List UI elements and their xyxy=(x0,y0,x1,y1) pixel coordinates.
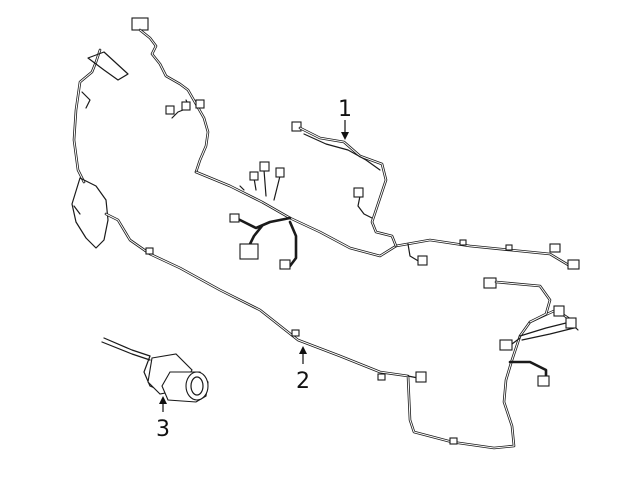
callout-2-label: 2 xyxy=(296,369,310,394)
harness-1-connector-e xyxy=(567,259,580,270)
harness-2-side-bracket xyxy=(71,177,109,249)
harness-2-top-bracket xyxy=(87,51,129,81)
harness-1-connector-f xyxy=(291,121,302,132)
harness-1-connector-d xyxy=(549,243,561,253)
harness-1-connector-block xyxy=(239,243,259,260)
parking-sensor-3 xyxy=(101,337,209,403)
callout-3: 3 xyxy=(156,396,170,442)
harness-2-bumper xyxy=(71,48,579,450)
harness-1-connector-h xyxy=(229,213,240,223)
callout-2: 2 xyxy=(296,346,310,394)
callout-3-label: 3 xyxy=(156,417,170,442)
harness-1-connector-i xyxy=(279,259,291,270)
harness-1-connector-c xyxy=(195,99,205,109)
callout-1: 1 xyxy=(338,97,352,140)
harness-1-main xyxy=(131,17,580,270)
harness-1-connector-a xyxy=(165,105,175,115)
harness-1-connector-b xyxy=(181,101,191,111)
harness-1-connector-top xyxy=(131,17,149,31)
harness-1-connector-g xyxy=(353,187,364,198)
harness-2-connector-top-right xyxy=(483,277,497,289)
callout-1-label: 1 xyxy=(338,97,352,122)
